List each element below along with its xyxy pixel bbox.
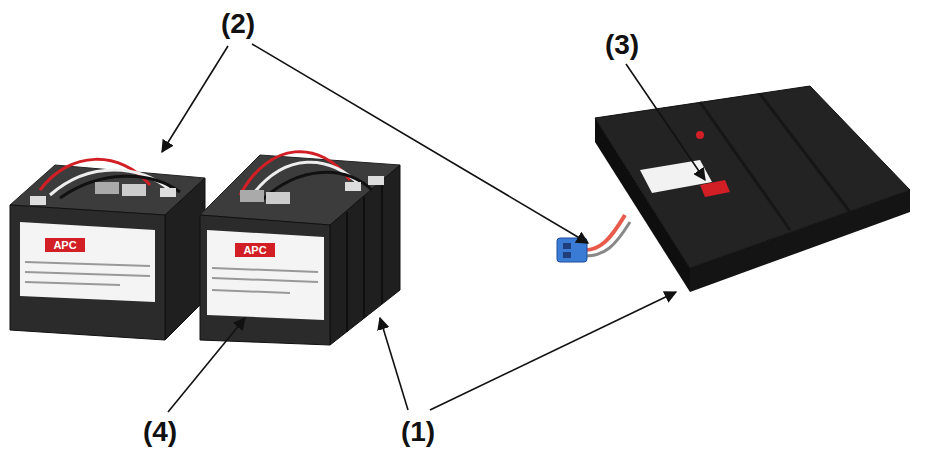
callout-number: (3)	[605, 31, 639, 59]
callout-number: (2)	[221, 10, 255, 38]
callout-number: (1)	[401, 418, 435, 446]
battery-cartridge	[557, 86, 910, 292]
battery-pack-right	[200, 152, 400, 345]
callout-number: (4)	[143, 418, 177, 446]
logo-text: APC	[243, 245, 266, 256]
logo-text: APC	[53, 240, 76, 251]
battery-pack-left	[10, 159, 205, 340]
leader-lines	[162, 44, 705, 412]
